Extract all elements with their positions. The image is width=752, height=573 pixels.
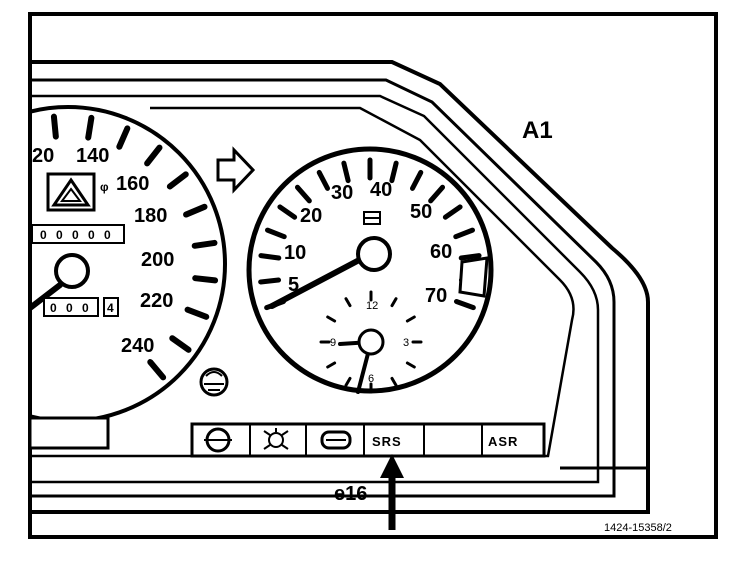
speedometer-ticks (17, 113, 219, 381)
speedometer-tick (85, 114, 95, 141)
clock-tick (390, 376, 398, 387)
clock-tick (326, 361, 337, 369)
section-label: A1 (522, 117, 553, 144)
tacho-label-40: 40 (370, 179, 392, 201)
callout-label: e16 (334, 483, 367, 505)
brake-warning-icon (199, 367, 229, 397)
speedometer-tick (184, 306, 210, 320)
tachometer-ticks (258, 157, 482, 311)
odometer-trip: 0 0 0 4 (43, 297, 119, 317)
cluster-bezel (30, 106, 575, 458)
tacho-label-20: 20 (300, 205, 322, 227)
tacho-label-10: 10 (284, 242, 306, 264)
redline-zone (458, 256, 489, 298)
part-number: 1424-15358/2 (604, 522, 672, 534)
engine-diagnosis-icon (320, 430, 352, 450)
clock-tick (344, 376, 352, 387)
svg-text:φ: φ (100, 180, 109, 194)
speedo-label-200: 200 (141, 249, 174, 271)
odometer-digit: 0 (56, 228, 63, 242)
figure-frame (28, 12, 718, 539)
tachometer-tick (409, 169, 424, 191)
abs-warning-icon (204, 427, 232, 453)
clock-tick (390, 297, 398, 308)
tacho-label-70: 70 (425, 285, 447, 307)
clock-ticks (319, 290, 423, 394)
cluster-housing-mid (30, 78, 616, 498)
speedometer-tick (183, 203, 208, 218)
clock-label-6: 6 (368, 373, 374, 385)
speedometer-tick (50, 113, 59, 140)
turn-arrow-icon (216, 146, 256, 194)
speedometer-tick (192, 275, 219, 284)
analog-clock: 12 9 3 6 (319, 290, 423, 394)
tachometer-tick (277, 204, 298, 220)
speedometer-hub (54, 253, 90, 289)
tacho-label-60: 60 (430, 241, 452, 263)
trip-digit-last: 4 (107, 301, 114, 315)
tachometer-hub (356, 236, 392, 272)
tacho-label-30: 30 (331, 182, 353, 204)
indicator-strip-left (30, 416, 110, 450)
speedometer-tick (166, 171, 189, 190)
odometer-digit: 0 (40, 228, 47, 242)
odometer-digit: 0 (88, 228, 95, 242)
clock-tick (405, 361, 416, 369)
speedometer-tick (116, 125, 131, 150)
tachometer-tick (442, 204, 463, 220)
tachometer-tick (316, 169, 331, 191)
clock-label-3: 3 (403, 337, 409, 349)
clock-hub (357, 328, 385, 356)
speedometer: 20 140 160 180 200 220 240 (17, 105, 227, 423)
speedometer-tick (17, 125, 24, 144)
tachometer-tick (458, 253, 482, 261)
srs-indicator-label: SRS (372, 434, 402, 449)
speedometer-tick (191, 239, 218, 249)
odometer-total: 0 0 0 0 0 (31, 224, 125, 244)
speedometer-tick (147, 359, 167, 381)
tachometer-tick (453, 298, 476, 311)
tachometer: 5 10 20 30 40 50 60 70 12 9 3 6 (246, 146, 494, 394)
clock-label-12: 12 (366, 300, 378, 312)
callout-arrow-icon (380, 454, 404, 530)
tachometer-tick (453, 227, 476, 240)
trip-digit: 0 (66, 301, 73, 315)
tacho-label-5: 5 (288, 274, 299, 296)
odometer-digit: 0 (104, 228, 111, 242)
tachometer-tick (258, 277, 282, 285)
clock-label-9: 9 (330, 337, 336, 349)
speedometer-tick (169, 335, 192, 353)
speedo-label-240: 240 (121, 335, 154, 357)
speedo-label-20: 20 (32, 145, 54, 167)
tachometer-needle (269, 255, 366, 309)
brake-wear-icon (263, 428, 289, 450)
cluster-housing-inner (30, 94, 600, 484)
fuel-pump-icon (363, 211, 381, 225)
tachometer-tick (264, 227, 287, 240)
clock-tick (344, 297, 352, 308)
speedometer-needle (30, 282, 63, 311)
tachometer-tick (428, 184, 446, 204)
odometer-digit: 0 (72, 228, 79, 242)
speedo-label-140: 140 (76, 145, 109, 167)
hazard-warning-icon: φ (46, 172, 109, 212)
tacho-label-50: 50 (410, 201, 432, 223)
indicator-strip: SRS ASR (30, 416, 546, 458)
speedo-label-220: 220 (140, 290, 173, 312)
speedometer-tick (144, 144, 163, 167)
cluster-housing-outer (30, 60, 650, 514)
tachometer-tick (258, 253, 282, 261)
clock-tick (326, 315, 337, 323)
speedo-label-160: 160 (116, 173, 149, 195)
trip-digit: 0 (82, 301, 89, 315)
asr-indicator-label: ASR (488, 434, 518, 449)
tachometer-tick (389, 160, 399, 184)
clock-tick (405, 315, 416, 323)
tachometer-tick (341, 160, 351, 184)
speedo-label-180: 180 (134, 205, 167, 227)
trip-digit: 0 (50, 301, 57, 315)
tachometer-tick (294, 184, 312, 204)
